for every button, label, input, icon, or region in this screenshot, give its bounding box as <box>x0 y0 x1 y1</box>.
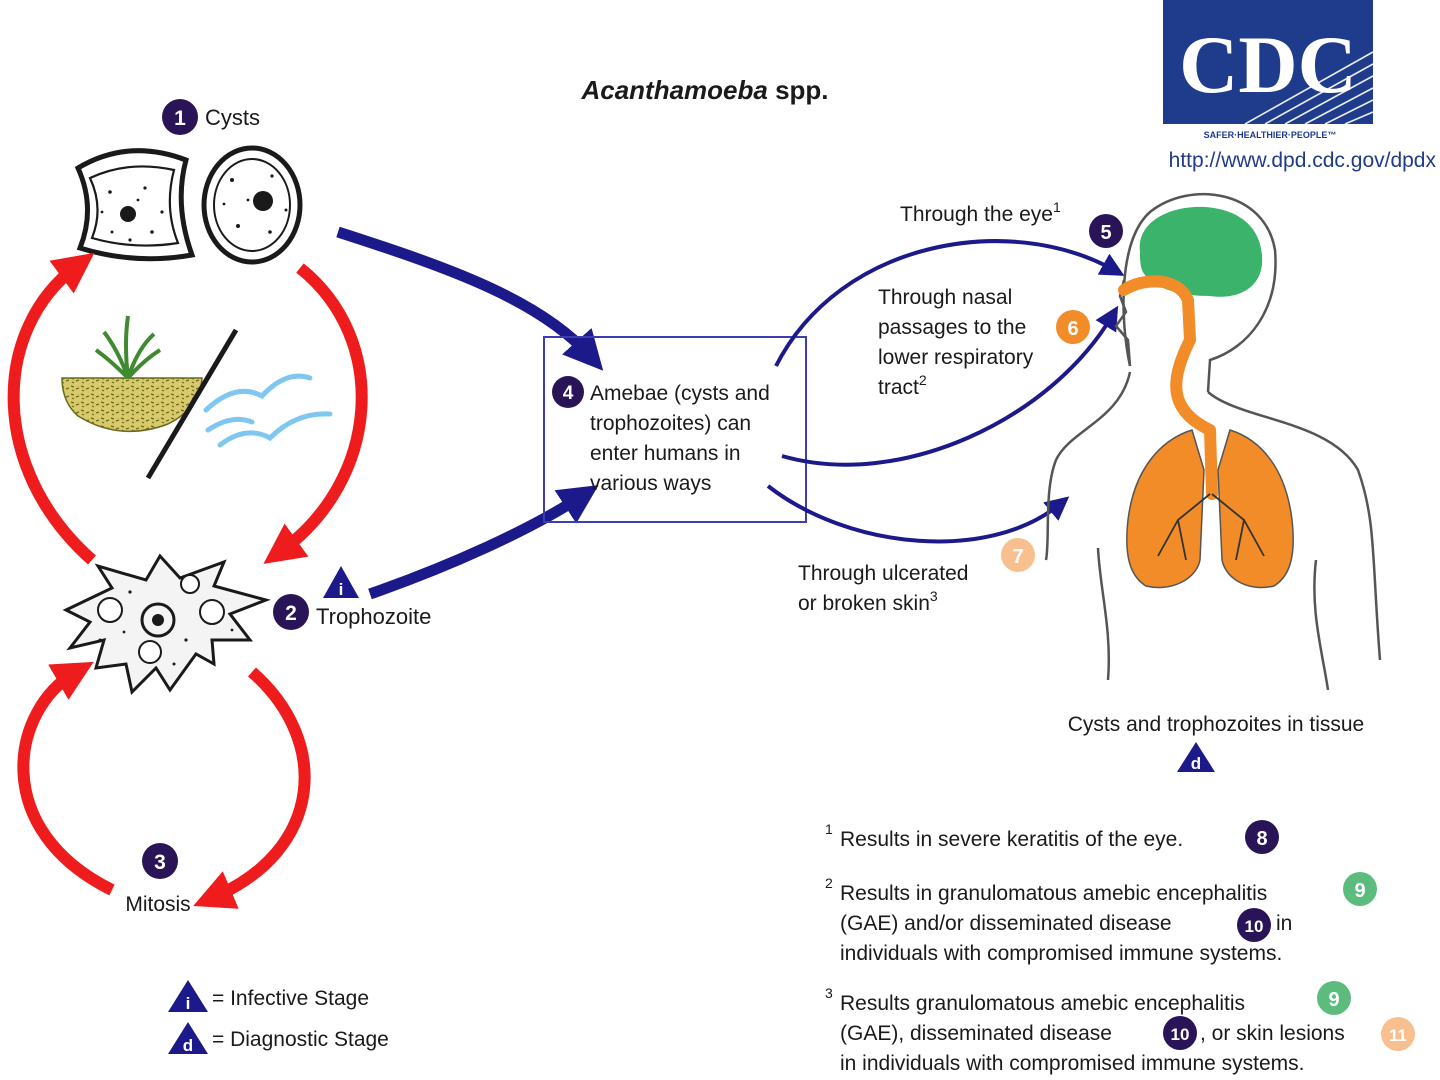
cdc-tagline: SAFER·HEALTHIER·PEOPLE™ <box>1204 130 1337 140</box>
footnote-2-badge-10: 10 <box>1237 908 1271 942</box>
cdc-logo-text: CDC <box>1179 19 1357 110</box>
stage-7-badge: 7 <box>1001 538 1035 572</box>
svg-text:11: 11 <box>1389 1026 1407 1045</box>
route-nasal-label: Through nasal passages to the lower resp… <box>878 286 1039 399</box>
cycle-arrow-mitosis-to-trophozoite <box>17 661 115 896</box>
footnote-1-badge-8: 8 <box>1245 820 1279 854</box>
route-eye-label: Through the eye1 <box>900 199 1061 226</box>
cycle-arrow-trophozoite-to-cyst <box>7 252 96 565</box>
footnote-1-text: Results in severe keratitis of the eye. <box>840 828 1183 851</box>
entry-box <box>543 336 807 523</box>
cyst-wrinkled-icon <box>74 148 196 262</box>
cdc-url[interactable]: http://www.dpd.cdc.gov/dpdx <box>1169 149 1437 172</box>
diagnostic-stage-marker: d <box>1177 742 1215 773</box>
habitat-divider <box>145 328 239 480</box>
route-skin-label: Through ulcerated or broken skin3 <box>798 562 974 615</box>
svg-text:8: 8 <box>1256 828 1267 850</box>
arrow-trophozoite-to-entry <box>368 485 599 600</box>
bronchi-icon <box>1157 493 1265 561</box>
svg-text:2 Results in granulomato: 2 Results in granulomatous amebic enceph… <box>825 870 1298 965</box>
soil-plant-icon <box>61 315 203 433</box>
footnote-1: 1 Results in severe keratitis of the eye… <box>825 816 1279 854</box>
svg-text:i: i <box>339 580 344 599</box>
mitosis-label: Mitosis <box>125 893 190 916</box>
svg-text:4: 4 <box>563 383 574 404</box>
left-lung-icon <box>1126 429 1205 589</box>
footnote-2: 2 Results in granulomatous amebic enceph… <box>825 870 1377 965</box>
brain-icon <box>1139 206 1263 297</box>
cycle-arrow-cyst-to-trophozoite <box>263 263 368 564</box>
route-arrow-nasal <box>781 305 1119 467</box>
svg-text:3 Results granulomatous: 3 Results granulomatous amebic encephali… <box>825 980 1351 1075</box>
route-arrow-skin <box>766 484 1070 544</box>
infective-stage-marker: i <box>323 566 359 599</box>
cyst-round-icon <box>201 145 303 265</box>
svg-text:1: 1 <box>174 107 186 130</box>
svg-text:d: d <box>1191 754 1201 773</box>
svg-text:7: 7 <box>1012 546 1023 568</box>
svg-text:2: 2 <box>285 602 297 625</box>
stage-1-badge: 1 <box>162 99 198 135</box>
title-genus: Acanthamoeba <box>580 75 767 105</box>
legend-infective: i = Infective Stage <box>168 980 369 1013</box>
route-arrow-eye <box>774 239 1125 367</box>
airway-icon <box>1118 275 1218 500</box>
cysts-label: Cysts <box>205 105 260 130</box>
legend-diagnostic: d = Diagnostic Stage <box>168 1022 389 1055</box>
trophozoite-label: Trophozoite <box>316 604 431 629</box>
footnote-2-mark: 2 <box>825 875 833 891</box>
footnote-2-badge-9: 9 <box>1343 872 1377 906</box>
cdc-logo: CDC <box>1163 0 1374 125</box>
stage-4-badge: 4 <box>552 376 584 408</box>
footnote-3-badge-10: 10 <box>1163 1016 1197 1050</box>
legend-infective-label: = Infective Stage <box>212 987 369 1010</box>
trophozoite-icon <box>62 553 271 696</box>
footnote-1-mark: 1 <box>825 821 833 837</box>
svg-text:10: 10 <box>1245 917 1264 936</box>
svg-text:i: i <box>186 994 191 1013</box>
svg-text:1 Results in severe kera: 1 Results in severe keratitis of the eye… <box>825 816 1183 851</box>
entry-text: Amebae (cysts and trophozoites) can ente… <box>590 382 776 495</box>
svg-text:6: 6 <box>1067 318 1078 340</box>
svg-text:9: 9 <box>1354 880 1365 902</box>
svg-text:10: 10 <box>1171 1025 1190 1044</box>
footnote-3: 3 Results granulomatous amebic encephali… <box>825 980 1415 1075</box>
footnote-3-badge-9: 9 <box>1317 981 1351 1015</box>
legend-diagnostic-label: = Diagnostic Stage <box>212 1028 389 1051</box>
water-waves-icon <box>203 373 333 448</box>
tissue-label: Cysts and trophozoites in tissue <box>1068 713 1364 736</box>
svg-text:5: 5 <box>1100 222 1111 244</box>
cycle-arrow-trophozoite-to-mitosis <box>193 667 311 909</box>
svg-text:3: 3 <box>154 851 166 874</box>
stage-6-badge: 6 <box>1056 310 1090 344</box>
svg-text:9: 9 <box>1328 989 1339 1011</box>
footnote-3-mark: 3 <box>825 985 833 1001</box>
stage-3-badge: 3 <box>142 843 178 879</box>
arrow-cysts-to-entry <box>336 226 604 371</box>
diagram-title: Acanthamoeba spp. <box>580 75 828 105</box>
footnote-3-badge-11: 11 <box>1381 1017 1415 1051</box>
stage-2-badge: 2 <box>273 594 309 630</box>
stage-5-badge: 5 <box>1089 214 1123 248</box>
title-suffix: spp. <box>768 75 829 105</box>
right-lung-icon <box>1217 429 1294 589</box>
svg-text:d: d <box>183 1036 193 1055</box>
